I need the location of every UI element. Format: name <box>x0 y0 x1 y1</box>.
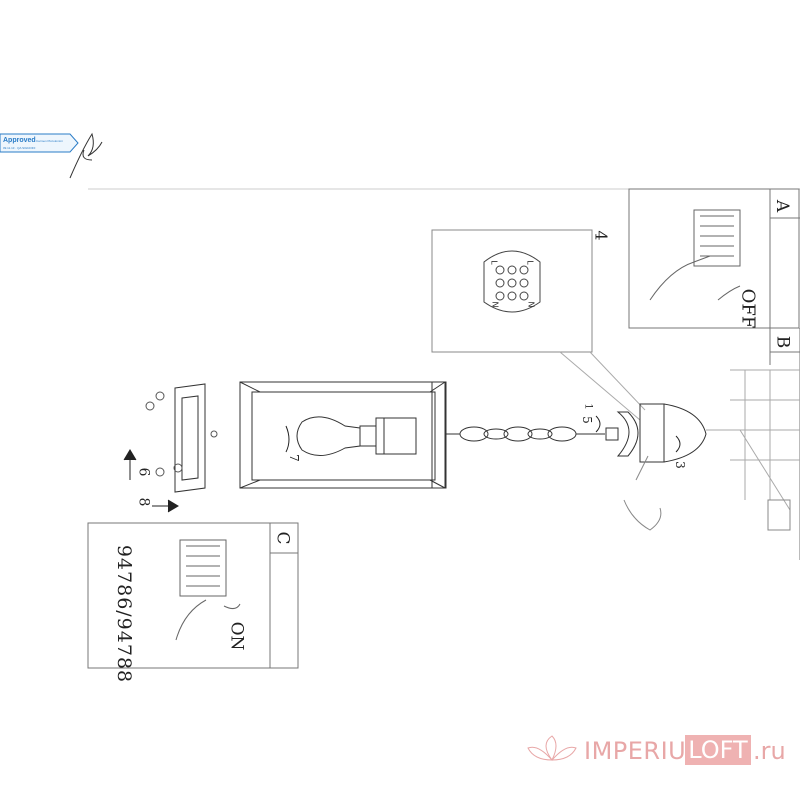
step-number-3: 3 <box>672 461 687 469</box>
panel-c-switch-illustration <box>175 539 241 641</box>
ceiling-surface <box>706 369 800 511</box>
screws <box>145 391 218 477</box>
signature <box>69 132 103 179</box>
approval-stamp-title: Approved <box>3 137 36 144</box>
switch-label-on: ON <box>226 621 247 651</box>
step-number-8: 8 <box>135 497 152 507</box>
approval-stamp-shape <box>0 133 79 153</box>
panel-label-b: B <box>772 335 793 349</box>
watermark-highlight: LOFT <box>685 735 751 765</box>
drill <box>767 499 791 531</box>
lantern-body <box>239 381 447 489</box>
approval-stamp-line2: 09.11.13 · QA SIGNOFF <box>3 146 36 150</box>
panel-a-frame <box>628 188 800 329</box>
step-number-5: 5 <box>579 416 594 424</box>
bottom-cover-plate <box>174 383 206 493</box>
terminal-label-top-left: L <box>489 260 499 265</box>
terminal-label-bottom-right: N <box>526 301 536 308</box>
step-number-7: 7 <box>286 454 301 462</box>
light-bulb <box>296 416 361 456</box>
panel-label-wiring: 4 <box>591 230 611 241</box>
step-arrows <box>123 415 681 513</box>
approval-stamp-line1: Carmen Piccolomini <box>36 139 63 143</box>
terminal-block <box>483 250 541 313</box>
wiring-panel-frame <box>431 229 593 353</box>
screwdriver <box>623 455 662 531</box>
panel-label-c: C <box>272 531 293 545</box>
ceiling-canopy <box>605 403 707 463</box>
step-number-6: 6 <box>135 467 152 477</box>
panel-label-a: A <box>772 199 793 213</box>
terminal-label-top-right: L <box>525 260 535 265</box>
watermark-logo-icon <box>527 735 577 761</box>
watermark-suffix: .ru <box>753 737 786 765</box>
model-number: 94786/94788 <box>113 544 135 684</box>
step-number-1: 1 <box>582 403 594 410</box>
panel-a-switch-illustration <box>649 209 741 301</box>
chain <box>446 426 605 442</box>
panel-c-frame <box>87 522 299 669</box>
terminal-label-bottom-left: N <box>490 301 500 308</box>
switch-label-off: OFF <box>737 288 759 329</box>
